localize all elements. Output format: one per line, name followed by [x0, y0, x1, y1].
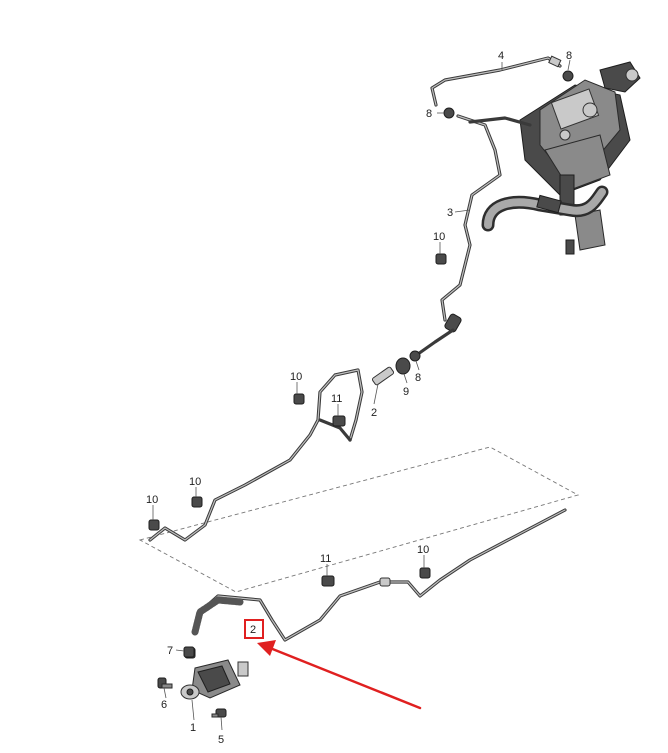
clip-10c [191, 496, 203, 508]
callout-10a: 10 [433, 231, 445, 243]
line-2-upper [148, 366, 395, 542]
clip-10e [419, 567, 431, 579]
pump-assembly [519, 61, 641, 255]
callout-10c: 10 [189, 476, 201, 488]
pump-hose [481, 185, 609, 232]
nut-8b [443, 107, 455, 119]
callout-4: 4 [498, 50, 504, 62]
callout-10e: 10 [417, 544, 429, 556]
clip-10a [435, 253, 447, 265]
dashed-reference-frame [138, 446, 580, 593]
line-2-lower [191, 508, 567, 642]
callout-7: 7 [167, 645, 173, 657]
callout-2a: 2 [371, 407, 377, 419]
callout-9: 9 [403, 386, 409, 398]
callout-11a: 11 [331, 393, 342, 405]
nut-8a [562, 70, 574, 82]
clip-10b [293, 393, 305, 405]
callout-10d: 10 [146, 494, 158, 506]
sensor-part-1 [180, 647, 249, 700]
clip-11b [321, 575, 335, 587]
clip-11a [332, 415, 346, 427]
callout-8b: 8 [426, 108, 432, 120]
clip-10d [148, 519, 160, 531]
callout-5: 5 [218, 734, 224, 746]
callout-2b: 2 [250, 624, 256, 636]
callout-6: 6 [161, 699, 167, 711]
callout-1: 1 [190, 722, 196, 734]
line-4 [430, 55, 562, 107]
leader-lines [152, 59, 571, 731]
callout-3: 3 [447, 207, 453, 219]
callout-8a: 8 [566, 50, 572, 62]
red-arrow [257, 640, 422, 710]
nut-7 [183, 646, 195, 658]
nut-8c [409, 350, 421, 362]
bolt-5 [211, 708, 227, 718]
nut-9 [395, 357, 411, 375]
highlight-box [244, 619, 264, 639]
callout-11b: 11 [320, 553, 331, 565]
bolt-6 [157, 677, 173, 689]
callout-10b: 10 [290, 371, 302, 383]
callout-8c: 8 [415, 372, 421, 384]
